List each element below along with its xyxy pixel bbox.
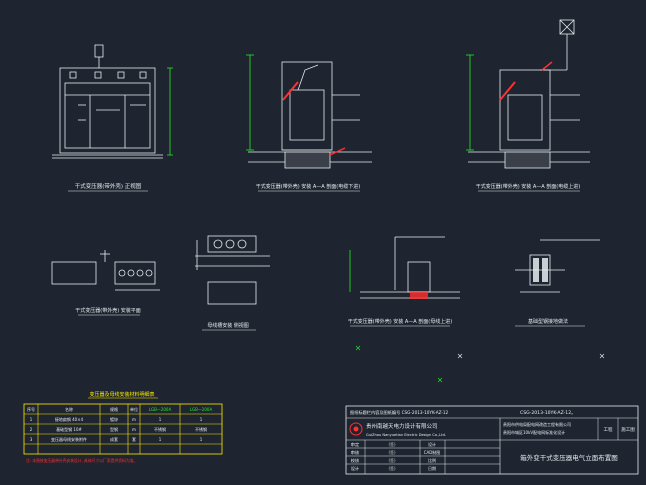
svg-text:变压器母线安装附件: 变压器母线安装附件 — [51, 436, 87, 442]
svg-text:1: 1 — [159, 437, 162, 442]
plan-box-caption: 干式变压器(带外壳) 安装平面 — [75, 307, 141, 314]
role-signature: (签) — [388, 457, 396, 463]
mid-label: 日期 — [428, 465, 436, 471]
project-name: 贵阳市城区10kV配电网标准化设计 — [503, 429, 565, 435]
svg-text:2: 2 — [30, 427, 33, 432]
title-header-note: 图纸标题栏内容及图纸编号 CSG-2013-10YK-AZ-12 — [350, 409, 449, 416]
grounding-detail — [515, 239, 600, 293]
title-block: 图纸标题栏内容及图纸编号 CSG-2013-10YK-AZ-12 CSG-201… — [345, 405, 639, 475]
svg-text:镀锌: 镀锌 — [110, 416, 118, 422]
section-cable-right — [466, 19, 590, 169]
mid-label: 比例 — [428, 457, 436, 463]
legend-header-cell: 单位 — [130, 406, 138, 412]
legend-header-cell: 序号 — [27, 406, 35, 412]
section-busbar-view — [349, 236, 460, 299]
legend-title: 变压器及母线安装材料明细表 — [89, 391, 154, 398]
svg-text:1: 1 — [200, 417, 203, 422]
svg-text:型钢: 型钢 — [110, 426, 118, 432]
role-signature: (签) — [388, 465, 396, 471]
svg-text:1: 1 — [159, 417, 162, 422]
role-label: 审核 — [351, 449, 360, 456]
legend-row: 1 接地扁钢 40×4 镀锌 m 1 1 — [30, 416, 203, 422]
legend-header-cell: 规格 — [110, 406, 118, 412]
role-label: 审定 — [351, 441, 359, 448]
legend-header-cell: LGB—200A — [149, 407, 172, 412]
svg-text:接地扁钢 40×4: 接地扁钢 40×4 — [55, 416, 84, 422]
section-cable-right-caption: 干式变压器(带外壳) 安装 A—A 剖面(电缆上进) — [476, 183, 580, 190]
plan-busbar-caption: 母线槽安装 侧视图 — [207, 322, 249, 329]
svg-text:套: 套 — [132, 436, 136, 442]
legend-row: 2 基础型钢 10# 型钢 m 不锈钢 不锈钢 — [30, 426, 207, 432]
role-label: 校核 — [351, 457, 360, 464]
company-logo — [349, 422, 363, 436]
front-view — [52, 44, 173, 159]
section-cable-up-caption: 干式变压器(带外壳) 安装 A—A 剖面(电缆下进) — [256, 183, 360, 190]
front-view-caption: 干式变压器(带外壳) 正视图 — [75, 182, 142, 190]
svg-text:1: 1 — [200, 437, 203, 442]
legend-table: 变压器及母线安装材料明细表 序号 名称 规格 单位 LGB—200A LGB—2… — [23, 391, 223, 463]
role-label: 设计 — [351, 465, 359, 472]
stray-marks — [355, 345, 443, 383]
legend-header-cell: 名称 — [65, 406, 73, 412]
section-busbar-caption: 干式变压器(带外壳) 安装 A—A 剖面(母线上进) — [348, 318, 452, 325]
svg-text:1: 1 — [30, 417, 33, 422]
drawing-title: 箱外变干式变压器电气立面布置图 — [520, 453, 618, 462]
plan-busbar-view — [195, 235, 270, 305]
section-cable-up — [246, 54, 372, 169]
legend-note: 注: 本图按变压器带外壳安装设计, 具体尺寸以厂家提供资料为准。 — [26, 458, 137, 463]
svg-text:基础型钢 10#: 基础型钢 10# — [56, 426, 82, 432]
project-owner: 贵阳市供电局配电网改造工程有限公司 — [503, 421, 571, 427]
grounding-caption: 基础型钢接地做法 — [528, 318, 568, 325]
mid-label: CAD制图 — [424, 449, 441, 455]
role-signature: (签) — [388, 441, 396, 447]
drawing-number: CSG-2013-10YK-AZ-12。 — [520, 410, 576, 416]
stage-label: 工程 — [604, 426, 613, 433]
svg-text:不锈钢: 不锈钢 — [154, 426, 166, 432]
svg-text:成套: 成套 — [110, 436, 118, 442]
svg-text:m: m — [132, 427, 136, 432]
svg-text:m: m — [132, 417, 136, 422]
legend-header-cell: LGB—200A — [190, 407, 213, 412]
svg-text:3: 3 — [30, 437, 33, 442]
company-name-cn: 贵州南越天电力设计有限公司 — [366, 422, 438, 430]
mid-label: 设计 — [428, 441, 436, 447]
role-signature: (签) — [388, 449, 396, 455]
svg-text:不锈钢: 不锈钢 — [195, 426, 207, 432]
company-name-en: GuiZhou Nanyuetian Electric Design Co.,L… — [366, 433, 446, 437]
stage-value: 施工图 — [621, 426, 635, 433]
plan-box-view — [51, 250, 160, 291]
legend-row: 3 变压器母线安装附件 成套 套 1 1 — [30, 436, 203, 442]
